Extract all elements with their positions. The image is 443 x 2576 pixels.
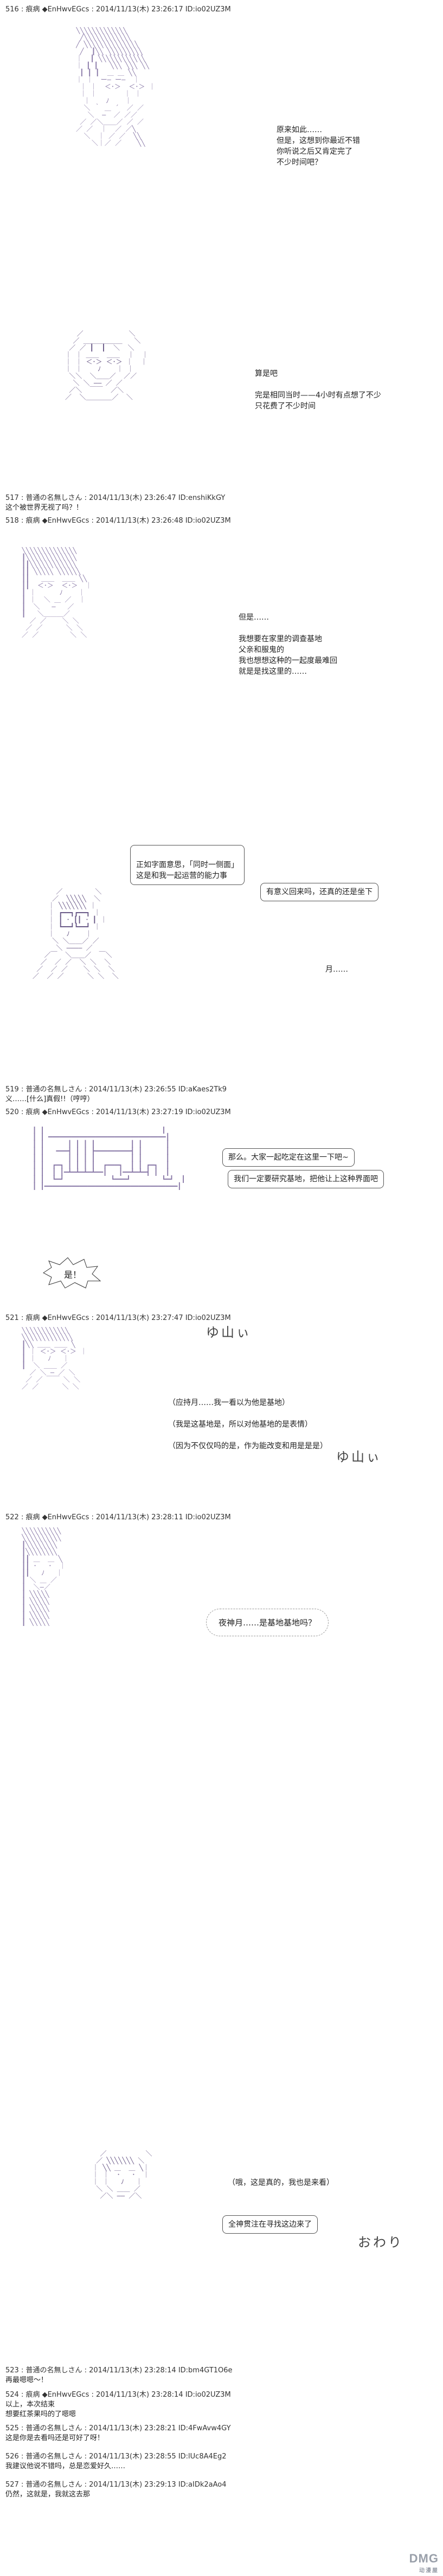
- reply-text: 想要红茶果吗的了嗯嗯: [5, 2410, 76, 2418]
- bubble-text: 这是和我一起运营的能力事: [136, 871, 227, 880]
- speech-line: 就是是找这里的……: [239, 667, 307, 676]
- speech-line: 父亲和服鬼的: [239, 646, 284, 654]
- onomatopoeia: ゆ山ぃ: [206, 1325, 252, 1340]
- post-header: 526 : 普通の名無しさん : 2014/11/13(木) 23:28:55 …: [5, 2453, 227, 2461]
- speech-line: 我想要在家里的调查基地: [239, 635, 322, 643]
- speech-line: 但是，这想到你最近不错: [277, 136, 360, 145]
- ascii-art-character: ／￣￣￣￣￣＼ ／ ╲╲╲╲╲ ＼ ｜ ╲╲╲╲╲╲╲ ｜ ｜ ┏━━┓┏━━┓…: [33, 888, 119, 980]
- post-header: 519 : 普通の名無しさん : 2014/11/13(木) 23:26:55 …: [5, 1085, 227, 1094]
- post-header: 518 : 痕病 ◆EnHwvEGcs : 2014/11/13(木) 23:2…: [5, 517, 231, 525]
- site-watermark-logo: DMG 动漫屋: [409, 2552, 439, 2574]
- speech-line: 不少时间吧？: [277, 158, 322, 167]
- post-header: 524 : 痕病 ◆EnHwvEGcs : 2014/11/13(木) 23:2…: [5, 2391, 231, 2399]
- thought-bubble: 夜神月……是基地基地吗？: [206, 1609, 329, 1636]
- reply-text: 我建议他说不错吗，总是恋爱好久……: [5, 2462, 126, 2470]
- post-header: 522 : 痕病 ◆EnHwvEGcs : 2014/11/13(木) 23:2…: [5, 1513, 231, 1521]
- bubble-text: 正如字面意思，「同时一侧面」: [136, 861, 239, 869]
- speech-bubble: 有意义回来吗，还真的还是坐下: [260, 883, 378, 901]
- speech-line: 但是……: [239, 613, 269, 622]
- reply-text: 以上，本次结束: [5, 2401, 55, 2409]
- speech-lines: 原来如此…… 但是，这想到你最近不错 你听说之后又肯定完了 不少时间吧？: [277, 114, 360, 168]
- speech-bubble: 正如字面意思，「同时一侧面」 这是和我一起运营的能力事: [130, 845, 245, 885]
- logo-sub: 动漫屋: [419, 2568, 439, 2574]
- speech-bubble: 全神贯注在寻找这边来了: [222, 2215, 318, 2234]
- ascii-art-character: ╲╲╲╲╲╲╲╲╲╲╲╲╲ ╱╲╲╲╲╲╲╲╲╲╲╲╲ ╱ ╲╲╲╲╲╲╲╲╲╲…: [76, 27, 156, 147]
- exclamation-burst: 是！: [38, 1257, 103, 1291]
- post-header: 516 : 痕病 ◆EnHwvEGcs : 2014/11/13(木) 23:2…: [5, 5, 231, 14]
- reply-text: 这是你是去看吗还是可好了呀！: [5, 2434, 105, 2442]
- ascii-art-character: ／￣￣￣￣￣￣￣＼ ／ ＿＿＿＿＿＿ ＼ ／ ／ ┃ ┃ ＼ ＼ ｜ ｜ ＿＿ …: [65, 330, 149, 401]
- speech-lines: 月……: [325, 965, 348, 974]
- speech-lines: 算是吧 完是相同当时——4小时有点想了不少 只花费了不少时间: [255, 357, 381, 412]
- logo-main: DMG: [409, 2552, 439, 2565]
- burst-text: 是！: [64, 1270, 82, 1280]
- ascii-art-character: ╲╲╲╲╲╲╲╲╲╲╲╲ ╲╲╲╲╲╲╲╲╲╲╲╲╲ ┃╲╲ ＿＿ ＿＿ ╲ ┃…: [22, 1327, 87, 1390]
- post-header: 520 : 痕病 ◆EnHwvEGcs : 2014/11/13(木) 23:2…: [5, 1108, 231, 1116]
- post-header: 517 : 普通の名無しさん : 2014/11/13(木) 23:26:47 …: [5, 494, 226, 502]
- speech-bubble: 我们一定要研究基地，把他让上这种界面吧: [228, 1170, 384, 1188]
- ascii-art-character: ╲╲╲╲╲╲╲╲╲╲ ╲╲╲╲╲╲╲╲╲╲ ┃╲╲╲╲╲╲╲╲ ┃╲╲╲╲╲╲╲…: [22, 1527, 66, 1626]
- ascii-art-character: ╲╲╲╲╲╲╲╲╲╲╲╲╲╲ ┃╲╲╲╲╲╲╲╲╲╲╲╲╲ ┃┃╲╲╲╲╲╲╲╲…: [22, 547, 92, 639]
- post-header: 527 : 普通の名無しさん : 2014/11/13(木) 23:29:13 …: [5, 2481, 227, 2489]
- speech-line: 只花费了不少时间: [255, 402, 316, 411]
- speech-line: 完是相同当时——4小时有点想了不少: [255, 391, 381, 400]
- speech-lines: （哦，这是真的，我也是来看）: [228, 2178, 334, 2187]
- speech-line: 你听说之后又肯定完了: [277, 147, 352, 156]
- speech-line: 算是吧: [255, 369, 278, 378]
- speech-bubble: 那么。大家一起吃定在这里一下吧~: [222, 1148, 355, 1167]
- speech-lines: （应持月……我一看以为他是基地） （我是这基地是，所以对他基地的是表情） （因为…: [168, 1387, 328, 1452]
- speech-line: （我是这基地是，所以对他基地的是表情）: [168, 1420, 312, 1429]
- post-header: 525 : 普通の名無しさん : 2014/11/13(木) 23:28:21 …: [5, 2424, 231, 2432]
- post-header: 521 : 痕病 ◆EnHwvEGcs : 2014/11/13(木) 23:2…: [5, 1314, 231, 1322]
- onomatopoeia: おわり: [358, 2235, 403, 2250]
- speech-line: （应持月……我一看以为他是基地）: [168, 1398, 290, 1407]
- speech-lines: 但是…… 我想要在家里的调查基地 父亲和服鬼的 我也想想这种的一起度最难回 就是…: [239, 601, 337, 677]
- ascii-art-character: ／￣￣￣￣￣￣＼ ／ ╲╲╲╲╲╲╲ ＼ ｜ ╲╲ ＿ ＿ ╲｜ ｜ ｜ ･ ･…: [92, 2150, 152, 2200]
- reply-text: 这个被世界无视了吗？！: [5, 504, 84, 512]
- speech-line: 我也想想这种的一起度最难回: [239, 656, 337, 665]
- reply-text: 仍然，这就是，我就这去那: [5, 2490, 91, 2499]
- reply-text: 再最嗯嗯～！: [5, 2376, 48, 2384]
- reply-text: 义……[什么]真假!!（哼哼）: [5, 1095, 94, 1103]
- ascii-art-scene: ┃ ┃ ┃ ┃ ┃ ━━━━━━━━━━━━━━━━━━━━━━━━━━━━━━…: [33, 1127, 185, 1190]
- onomatopoeia: ゆ山ぃ: [336, 1449, 382, 1465]
- speech-line: （因为不仅仅吗的是，作为能改变和用是是是）: [168, 1442, 328, 1450]
- post-header: 523 : 普通の名無しさん : 2014/11/13(木) 23:28:14 …: [5, 2366, 233, 2375]
- speech-line: 原来如此……: [277, 126, 322, 134]
- burst-shape: [43, 1257, 101, 1289]
